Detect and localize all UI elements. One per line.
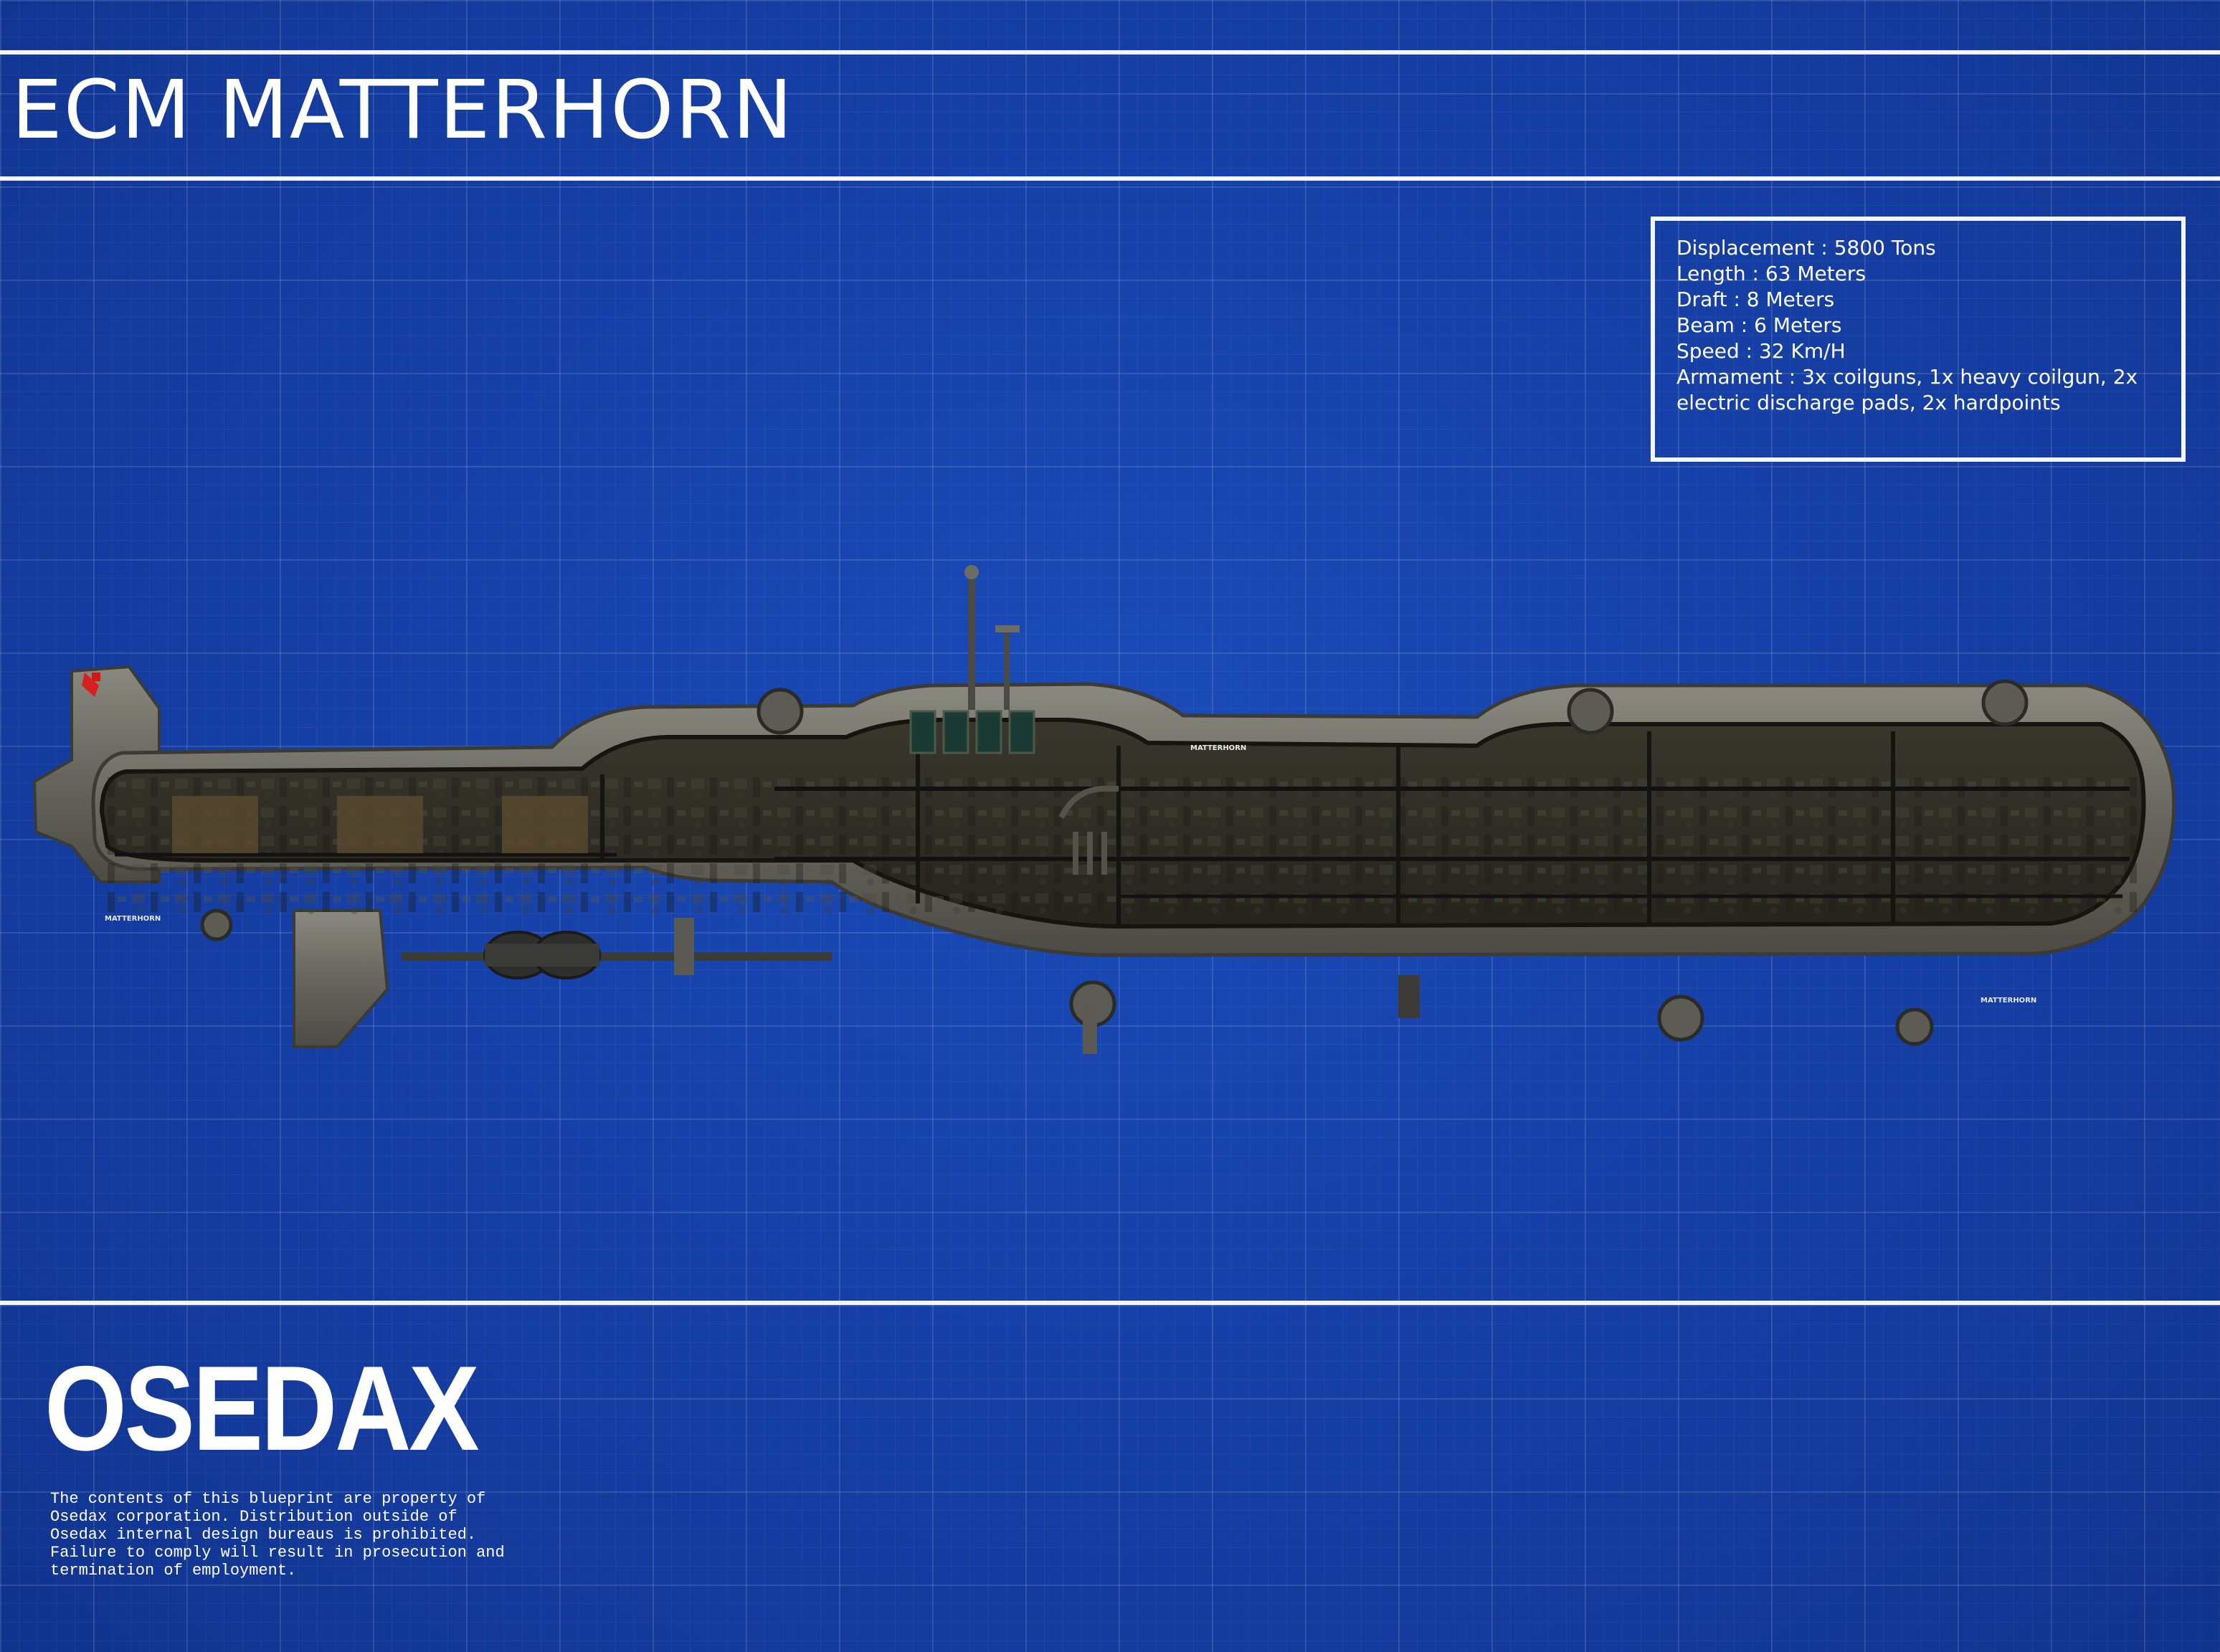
brand-logo: OSEDAX xyxy=(44,1341,480,1476)
legal-notice-line: The contents of this blueprint are prope… xyxy=(50,1490,486,1508)
spec-armament: Armament : 3x coilguns, 1x heavy coilgun… xyxy=(1676,365,2138,389)
legal-notice-line: Failure to comply will result in prosecu… xyxy=(50,1544,505,1562)
hull-marking-3: MATTERHORN xyxy=(1981,997,2036,1005)
legal-notice-line: Osedax internal design bureaus is prohib… xyxy=(50,1526,477,1544)
hull-marking-1: MATTERHORN xyxy=(105,915,161,923)
spec-draft: Draft : 8 Meters xyxy=(1676,288,1835,311)
legal-notice-line: Osedax corporation. Distribution outside… xyxy=(50,1508,457,1526)
legal-notice-line: termination of employment. xyxy=(50,1562,297,1580)
top-rule xyxy=(0,50,2220,54)
spec-armament-continued: electric discharge pads, 2x hardpoints xyxy=(1676,391,2061,414)
title-rule xyxy=(0,176,2220,181)
hull-marking-2: MATTERHORN xyxy=(1190,744,1246,752)
spec-displacement: Displacement : 5800 Tons xyxy=(1676,236,1936,260)
legal-notice: The contents of this blueprint are prope… xyxy=(50,1490,509,1580)
footer-rule xyxy=(0,1301,2220,1305)
submarine-cutaway-illustration: MATTERHORN MATTERHORN MATTERHORN xyxy=(32,565,2176,1054)
page-title: ECM MATTERHORN xyxy=(11,64,794,157)
spec-speed: Speed : 32 Km/H xyxy=(1676,339,1846,363)
spec-length: Length : 63 Meters xyxy=(1676,262,1866,285)
specs-box: Displacement : 5800 Tons Length : 63 Met… xyxy=(1651,217,2186,462)
spec-beam: Beam : 6 Meters xyxy=(1676,313,1842,337)
